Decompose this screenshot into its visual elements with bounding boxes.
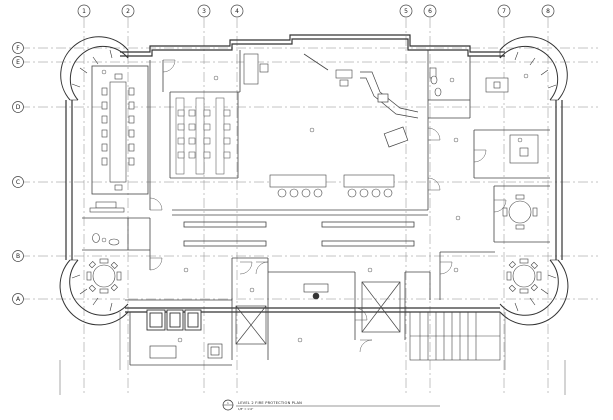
corner-turret-sw	[59, 259, 129, 326]
elevator-shafts	[235, 281, 401, 345]
interior-walls	[82, 50, 550, 366]
room-markers	[101, 69, 529, 343]
grid-bubble-row-d: D	[12, 101, 24, 113]
mechanical-equipment	[146, 309, 223, 359]
grid-bubble-row-f: F	[12, 42, 24, 54]
grid-bubble-row-b: B	[12, 250, 24, 262]
svg-text:5: 5	[404, 8, 408, 15]
grid-bubble-col-2: 2	[121, 4, 135, 18]
grid-bubble-row-c: C	[12, 176, 24, 188]
svg-text:E: E	[16, 59, 20, 66]
svg-text:2: 2	[126, 8, 130, 15]
grid-bubble-col-8: 8	[541, 4, 555, 18]
restroom-fixtures	[89, 75, 442, 246]
exterior-boundary	[59, 312, 566, 395]
stair-south	[409, 311, 501, 361]
svg-text:4: 4	[235, 8, 239, 15]
svg-text:A: A	[16, 296, 21, 303]
conference-table-west	[101, 73, 135, 191]
svg-text:8: 8	[546, 8, 550, 15]
round-table-east-mid	[502, 194, 538, 230]
grid-bubble-row-e: E	[12, 56, 24, 68]
fire-device	[303, 283, 329, 300]
grid-bubble-col-6: 6	[423, 4, 437, 18]
detail-marker: 1	[222, 399, 234, 411]
grid-bubble-col-4: 4	[230, 4, 244, 18]
grid-lines	[20, 18, 598, 395]
grid-bubble-col-1: 1	[77, 4, 91, 18]
drawing-title-block: 1 LEVEL 2 FIRE PROTECTION PLAN 1/8" = 1'…	[222, 399, 440, 411]
svg-text:6: 6	[428, 8, 432, 15]
corner-turret-nw	[60, 36, 129, 101]
svg-text:3: 3	[202, 8, 206, 15]
bar-counters	[269, 174, 395, 198]
svg-text:C: C	[16, 179, 20, 186]
grid-bubble-col-3: 3	[197, 4, 211, 18]
svg-text:B: B	[16, 253, 20, 260]
svg-text:D: D	[16, 104, 21, 111]
grid-column-bubbles: 1 2 3 4 5 6 7 8	[77, 4, 555, 18]
grid-bubble-col-7: 7	[497, 4, 511, 18]
classroom-seating	[175, 97, 231, 175]
reception-desk	[360, 71, 419, 148]
svg-text:1: 1	[227, 401, 229, 405]
round-table-sw	[86, 258, 122, 294]
round-table-se	[506, 258, 542, 294]
grid-bubble-row-a: A	[12, 293, 24, 305]
office-desks-north	[243, 53, 539, 164]
grid-bubble-col-5: 5	[399, 4, 413, 18]
corner-turret-se	[499, 259, 569, 326]
drawing-title: LEVEL 2 FIRE PROTECTION PLAN	[238, 401, 302, 405]
drawing-scale: 1/8" = 1'-0"	[238, 407, 253, 411]
svg-text:F: F	[16, 45, 20, 52]
svg-text:7: 7	[502, 8, 506, 15]
corner-turret-ne	[499, 36, 568, 101]
svg-text:1: 1	[82, 8, 86, 15]
grid-row-bubbles: F E D C B A	[12, 42, 24, 305]
door-swings	[149, 59, 507, 353]
